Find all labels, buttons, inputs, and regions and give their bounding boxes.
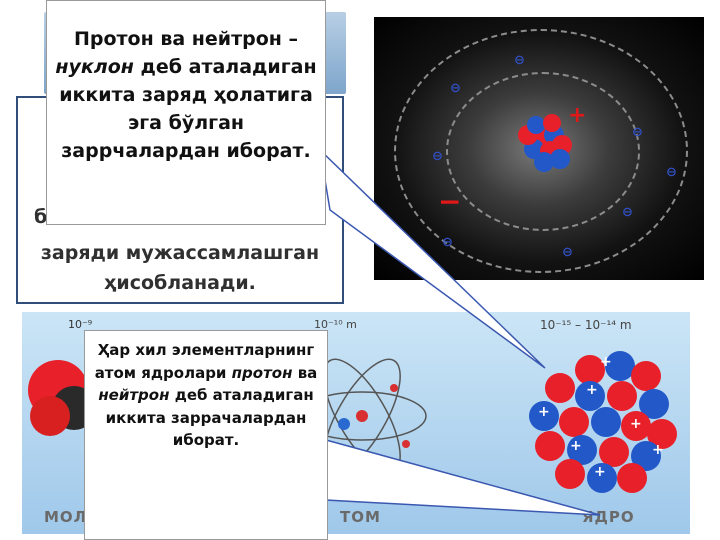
main-text-line-3: заряди мужассамлашган xyxy=(40,242,320,264)
callout-nucleus-composition: Ҳар хил элементларнинг атом ядролари про… xyxy=(84,330,328,540)
orbit-inner xyxy=(446,72,640,231)
scale-graphics xyxy=(28,351,677,493)
scale-label-right: 10⁻¹⁵ – 10⁻¹⁴ m xyxy=(540,318,632,332)
positive-charge-icon: + xyxy=(568,103,587,128)
proton-plus-7: + xyxy=(594,464,606,480)
proton-plus-1: + xyxy=(600,354,612,370)
callout-bottom-term-proton: протон xyxy=(231,363,293,382)
callout-bottom-text-1: Ҳар хил элементларнинг атом ядролари xyxy=(94,341,315,382)
negative-charge-icon: − xyxy=(438,185,462,218)
proton-plus-6: + xyxy=(652,442,664,458)
proton-plus-5: + xyxy=(570,438,582,454)
electron-icon-6: ⊖ xyxy=(622,205,633,220)
callout-top-text-1: Протон ва нейтрон – xyxy=(73,28,299,50)
electron-icon-1: ⊖ xyxy=(450,81,461,96)
callout-top-text-3: аталадиган иккита заряд ҳолатига эга бўл… xyxy=(59,56,317,162)
main-text-line-4: ҳисобланади. xyxy=(104,272,256,294)
orbit-outer xyxy=(394,29,688,273)
callout-top-term-nucleon: нуклон xyxy=(55,56,134,78)
label-nucleus: ЯДРО xyxy=(582,508,635,526)
text-fragment-2: б xyxy=(34,206,48,228)
callout-bottom-term-neutron: нейтрон xyxy=(98,386,170,404)
proton-plus-2: + xyxy=(538,404,550,420)
electron-icon-3: ⊖ xyxy=(432,149,443,164)
callout-nucleon: Протон ва нейтрон – нуклон деб аталадига… xyxy=(46,0,326,225)
electron-icon-2: ⊖ xyxy=(514,53,525,68)
callout-bottom-text-3: деб аталадиган иккита заррачалардан ибор… xyxy=(105,386,314,449)
proton-plus-4: + xyxy=(630,416,642,432)
scale-label-left: 10⁻⁹ xyxy=(68,318,93,331)
proton-plus-3: + xyxy=(586,382,598,398)
electron-icon-5: ⊖ xyxy=(562,245,573,260)
atom-model-photo: ⊖ ⊖ ⊖ ⊖ ⊖ ⊖ ⊖ ⊖ + − xyxy=(374,17,704,280)
label-molecule: МОЛ xyxy=(44,508,88,526)
electron-icon-7: ⊖ xyxy=(632,125,643,140)
electron-icon-8: ⊖ xyxy=(666,165,677,180)
callout-top-text-2: деб xyxy=(140,56,183,78)
callout-bottom-text-2: ва xyxy=(297,363,318,382)
scale-label-middle: 10⁻¹⁰ m xyxy=(314,318,357,331)
label-atom: ТОМ xyxy=(340,508,381,526)
electron-icon-4: ⊖ xyxy=(442,235,453,250)
nucleus-graphic xyxy=(518,114,572,172)
